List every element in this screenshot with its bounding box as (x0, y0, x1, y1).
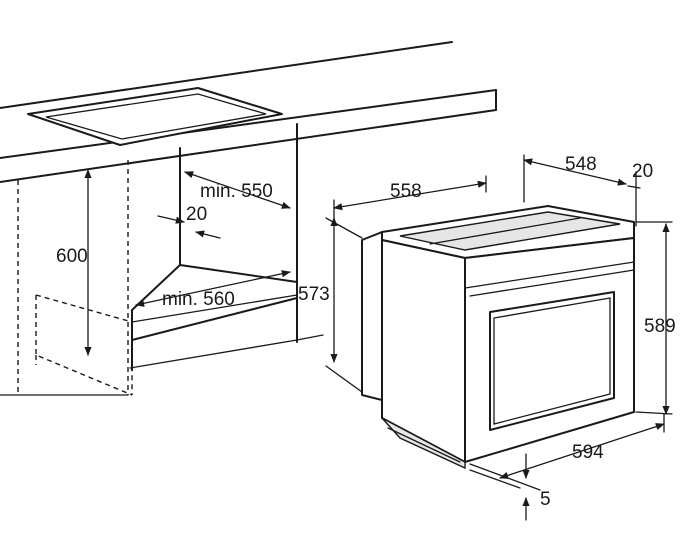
oven-dimensions (325, 154, 673, 521)
dim-label-oven-height-total: 589 (644, 316, 676, 337)
dim-label-oven-depth-total: 558 (390, 181, 422, 202)
dim-label-cabinet-depth: min. 550 (200, 181, 273, 202)
dim-label-cabinet-height: 600 (56, 246, 88, 267)
dim-label-oven-height-body: 573 (298, 284, 330, 305)
oven (361, 205, 635, 470)
dim-label-oven-width: 594 (572, 442, 604, 463)
dim-label-bottom-gap: 5 (540, 489, 551, 510)
countertop (0, 41, 497, 183)
dim-label-back-gap: 20 (186, 204, 207, 225)
cabinet (0, 123, 324, 396)
dim-label-oven-depth-body: 548 (565, 154, 597, 175)
cabinet-dimensions (84, 169, 291, 356)
hob (27, 87, 283, 146)
dim-label-cabinet-width: min. 560 (162, 289, 235, 310)
dim-label-front-panel: 20 (632, 161, 653, 182)
